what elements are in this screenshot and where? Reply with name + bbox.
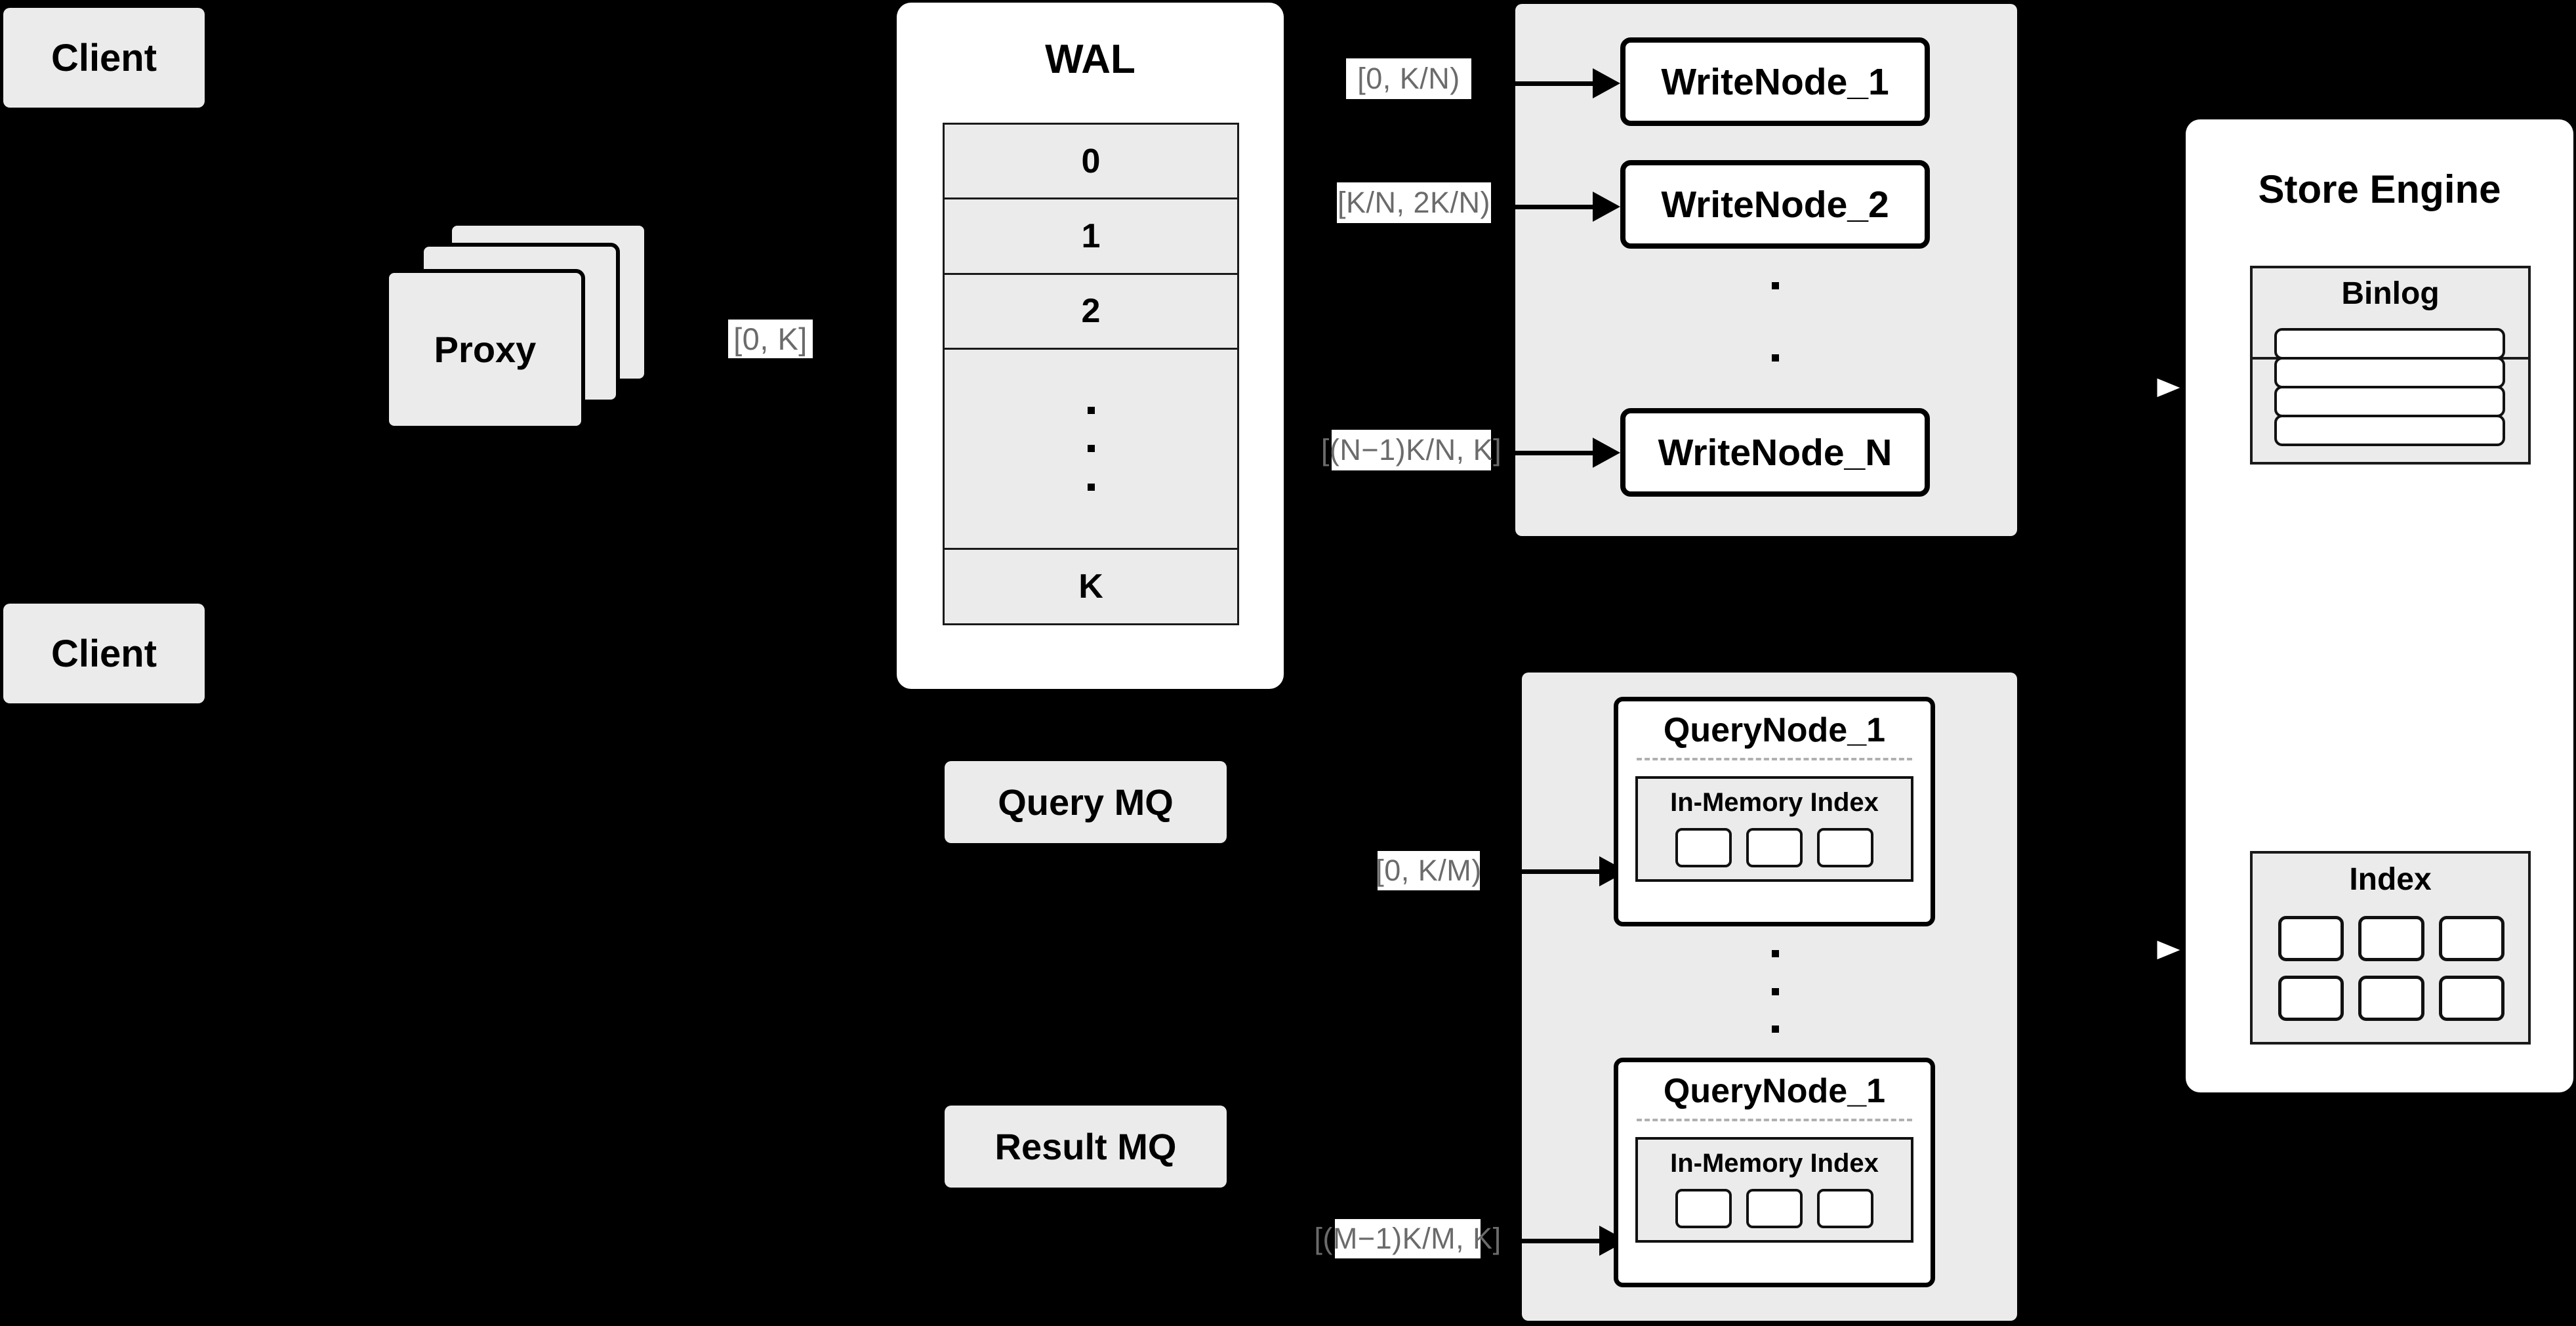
store-engine-title: Store Engine bbox=[2258, 167, 2501, 211]
wal-row: K bbox=[1078, 567, 1103, 606]
query-node-2-label: QueryNode_1 bbox=[1663, 1072, 1886, 1110]
write-node-1[interactable]: WriteNode_1 bbox=[1620, 37, 1930, 126]
open-arrowhead-icon bbox=[2154, 373, 2186, 402]
arrow-to-binlog bbox=[2114, 373, 2186, 403]
binlog-row[interactable] bbox=[2274, 357, 2505, 388]
write-node-n-range-label: [(N−1)K/N, K] bbox=[1321, 430, 1502, 470]
wal-row: 1 bbox=[945, 199, 1237, 275]
query-node-2-index-cell-row bbox=[1638, 1189, 1911, 1228]
write-node-n-label: WriteNode_N bbox=[1658, 431, 1892, 474]
index-cell[interactable] bbox=[2278, 916, 2344, 961]
proxy-node[interactable]: Proxy bbox=[385, 269, 585, 430]
wal-title: WAL bbox=[1045, 37, 1135, 82]
arrow-to-write-node-2 bbox=[1515, 192, 1620, 222]
index-cell[interactable] bbox=[1746, 1189, 1803, 1228]
wal-ellipsis-icon bbox=[1087, 406, 1095, 491]
client-node-1-label: Client bbox=[51, 36, 157, 79]
result-mq-label: Result MQ bbox=[994, 1126, 1177, 1167]
query-node-2-divider bbox=[1637, 1119, 1912, 1121]
write-node-2[interactable]: WriteNode_2 bbox=[1620, 160, 1930, 249]
index-cell[interactable] bbox=[1817, 828, 1873, 867]
query-node-1-index-cell-row bbox=[1638, 828, 1911, 867]
binlog-title: Binlog bbox=[2341, 276, 2440, 311]
index-cell[interactable] bbox=[1675, 1189, 1732, 1228]
index-cell[interactable] bbox=[2438, 976, 2504, 1021]
index-cell[interactable] bbox=[1817, 1189, 1873, 1228]
query-node-group-ellipsis-icon bbox=[1771, 950, 1779, 1033]
query-node-1-label: QueryNode_1 bbox=[1663, 711, 1886, 749]
index-cell[interactable] bbox=[2438, 916, 2504, 961]
arrow-to-query-node-1 bbox=[1522, 856, 1627, 886]
query-node-1-divider bbox=[1637, 758, 1912, 760]
query-node-2-in-memory-index: In-Memory Index bbox=[1635, 1137, 1913, 1243]
query-node-1-in-memory-index: In-Memory Index bbox=[1635, 776, 1913, 882]
result-mq-node[interactable]: Result MQ bbox=[945, 1106, 1227, 1188]
arrow-to-write-node-1 bbox=[1515, 68, 1620, 98]
proxy-node-label: Proxy bbox=[434, 329, 537, 370]
binlog-row[interactable] bbox=[2274, 415, 2505, 446]
write-node-2-range-label: [K/N, 2K/N) bbox=[1337, 182, 1491, 223]
query-node-1[interactable]: QueryNode_1 In-Memory Index bbox=[1614, 697, 1935, 926]
wal-table: 0 1 2 K bbox=[943, 123, 1239, 625]
write-node-1-range-label: [0, K/N) bbox=[1346, 58, 1471, 99]
index-cell[interactable] bbox=[1746, 828, 1803, 867]
write-node-2-label: WriteNode_2 bbox=[1661, 183, 1889, 226]
wal-row: 0 bbox=[945, 125, 1237, 200]
arrow-to-write-node-n bbox=[1515, 438, 1620, 468]
open-arrowhead-icon bbox=[2154, 936, 2186, 964]
index-cell[interactable] bbox=[1675, 828, 1732, 867]
client-node-1[interactable]: Client bbox=[3, 8, 205, 108]
write-node-1-label: WriteNode_1 bbox=[1661, 60, 1889, 103]
query-mq-node[interactable]: Query MQ bbox=[945, 761, 1227, 843]
write-node-n[interactable]: WriteNode_N bbox=[1620, 408, 1930, 497]
binlog-row[interactable] bbox=[2274, 386, 2505, 417]
client-node-2[interactable]: Client bbox=[3, 604, 205, 703]
client-node-2-label: Client bbox=[51, 632, 157, 675]
query-node-2-in-memory-index-title: In-Memory Index bbox=[1670, 1149, 1879, 1178]
query-node-2[interactable]: QueryNode_1 In-Memory Index bbox=[1614, 1058, 1935, 1287]
query-node-1-range-label: [0, K/M) bbox=[1376, 851, 1481, 890]
index-cell[interactable] bbox=[2358, 976, 2424, 1021]
query-node-1-in-memory-index-title: In-Memory Index bbox=[1670, 788, 1879, 817]
index-cell[interactable] bbox=[2278, 976, 2344, 1021]
arrow-to-index bbox=[2114, 935, 2186, 965]
proxy-output-range-label: [0, K] bbox=[728, 320, 813, 358]
index-cell[interactable] bbox=[2358, 916, 2424, 961]
arrow-to-query-node-2 bbox=[1522, 1226, 1627, 1256]
binlog-row[interactable] bbox=[2274, 328, 2505, 360]
index-cell-grid bbox=[2278, 916, 2504, 1021]
query-mq-label: Query MQ bbox=[998, 781, 1174, 823]
wal-row: 2 bbox=[945, 275, 1237, 350]
binlog-row-list bbox=[2274, 328, 2505, 446]
query-node-2-range-label: [(M−1)K/M, K] bbox=[1314, 1219, 1501, 1258]
wal-row-ellipsis bbox=[945, 350, 1237, 550]
index-title: Index bbox=[2349, 862, 2432, 897]
